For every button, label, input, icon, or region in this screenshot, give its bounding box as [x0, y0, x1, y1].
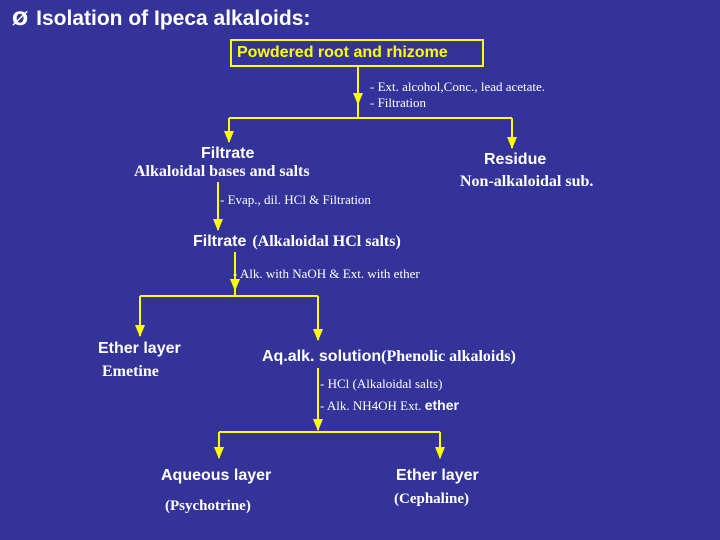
step4-line2-prefix: - Alk. NH4OH Ext.	[320, 398, 422, 413]
step4-line1: - HCl (Alkaloidal salts)	[320, 376, 443, 391]
ether2-label: Ether layer	[396, 467, 479, 484]
filtrate1-label: Filtrate	[201, 145, 255, 162]
aqueous-desc: (Psychotrine)	[165, 498, 251, 514]
ether1-label: Ether layer	[98, 340, 181, 357]
residue-label: Residue	[484, 151, 547, 168]
aq-label: Aq.alk. solution	[262, 348, 382, 365]
bullet-icon: Ø	[12, 8, 29, 30]
title-text: Isolation of Ipeca alkaloids:	[36, 7, 311, 30]
step4-line2: - Alk. NH4OH Ext. ether	[320, 397, 459, 414]
ether2-desc: (Cephaline)	[394, 491, 469, 507]
filtrate2-desc: (Alkaloidal HCl salts)	[252, 233, 401, 250]
root-node: Powdered root and rhizome	[237, 44, 448, 61]
step2: - Evap., dil. HCl & Filtration	[220, 192, 371, 207]
step1-line1: - Ext. alcohol,Conc., lead acetate.	[370, 79, 546, 94]
filtrate2-node: Filtrate (Alkaloidal HCl salts)	[193, 233, 401, 251]
residue-desc: Non-alkaloidal sub.	[460, 173, 594, 190]
aq-desc: (Phenolic alkaloids)	[381, 348, 516, 365]
ether1-desc: Emetine	[102, 363, 159, 380]
filtrate1-desc: Alkaloidal bases and salts	[134, 163, 310, 180]
aqueous-label: Aqueous layer	[161, 467, 272, 484]
step3: - Alk. with NaOH & Ext. with ether	[233, 266, 420, 281]
aq-node: Aq.alk. solution(Phenolic alkaloids)	[262, 348, 516, 366]
filtrate2-label: Filtrate	[193, 233, 247, 250]
page-title: Ø Isolation of Ipeca alkaloids:	[12, 7, 310, 31]
step4-line2-suffix: ether	[424, 397, 459, 413]
step1-line2: - Filtration	[370, 95, 426, 110]
